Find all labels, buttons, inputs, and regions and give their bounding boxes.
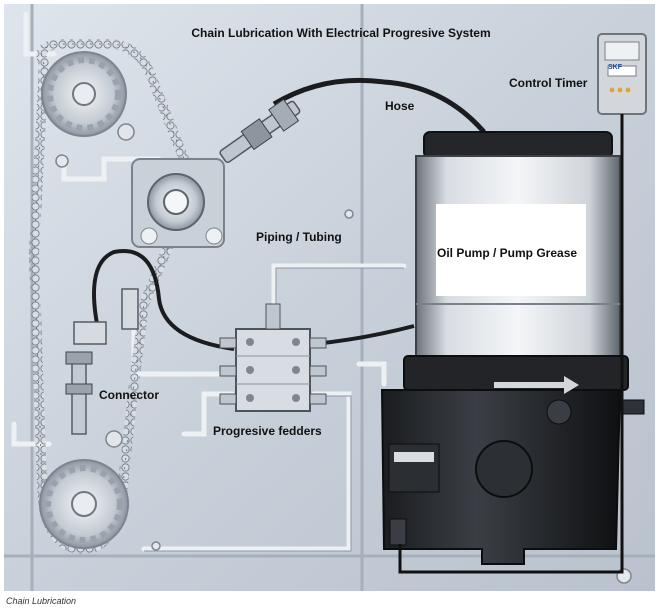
bearing-sprocket xyxy=(131,158,225,248)
connector-label: Connector xyxy=(99,388,159,402)
control-timer xyxy=(597,33,647,115)
oil-pump xyxy=(380,131,645,565)
hose-label: Hose xyxy=(385,99,415,113)
hose-nozzle xyxy=(219,98,301,163)
figure-title: Chain Lubrication With Electrical Progre… xyxy=(191,26,491,40)
top-sprocket xyxy=(41,51,135,141)
grease-hose xyxy=(272,77,486,134)
progressive-feeder-block xyxy=(219,303,327,412)
connector-hose xyxy=(92,249,235,351)
feeders-label: Progresive fedders xyxy=(213,424,322,438)
bottom-sprocket xyxy=(39,430,129,549)
piping-label: Piping / Tubing xyxy=(256,230,342,244)
control-wire xyxy=(398,114,624,574)
timer-brand: SKF xyxy=(608,64,622,71)
connector-fitting xyxy=(65,288,139,435)
lubrication-illustration xyxy=(4,4,655,591)
control-timer-label: Control Timer xyxy=(509,76,588,90)
lubrication-photo: SKF Chain Lubrication With Electrical Pr… xyxy=(4,4,655,591)
oil-pump-label: Oil Pump / Pump Grease xyxy=(437,246,578,260)
figure-caption: Chain Lubrication xyxy=(6,596,77,606)
